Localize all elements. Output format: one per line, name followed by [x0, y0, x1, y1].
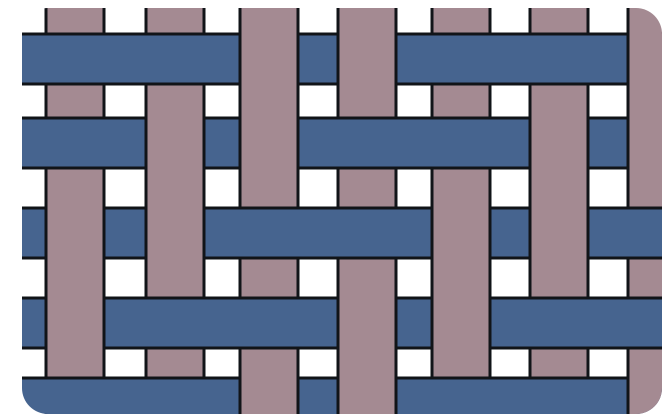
warp-over-crossing [432, 206, 490, 260]
warp-over-crossing [146, 206, 204, 260]
warp-over-crossing [432, 296, 490, 350]
warp-over-crossing [530, 116, 588, 170]
warp-over-crossing [530, 206, 588, 260]
warp-over-crossing [338, 32, 396, 86]
warp-over-crossing [338, 296, 396, 350]
warp-over-crossing [240, 376, 298, 416]
warp-over-crossing [338, 376, 396, 416]
warp-over-crossing [240, 32, 298, 86]
warp-over-crossing [46, 206, 104, 260]
warp-over-crossing [46, 296, 104, 350]
warp-over-crossing [240, 116, 298, 170]
warp-over-crossing [628, 32, 664, 86]
warp-over-crossing [628, 116, 664, 170]
warp-over-crossing [146, 116, 204, 170]
